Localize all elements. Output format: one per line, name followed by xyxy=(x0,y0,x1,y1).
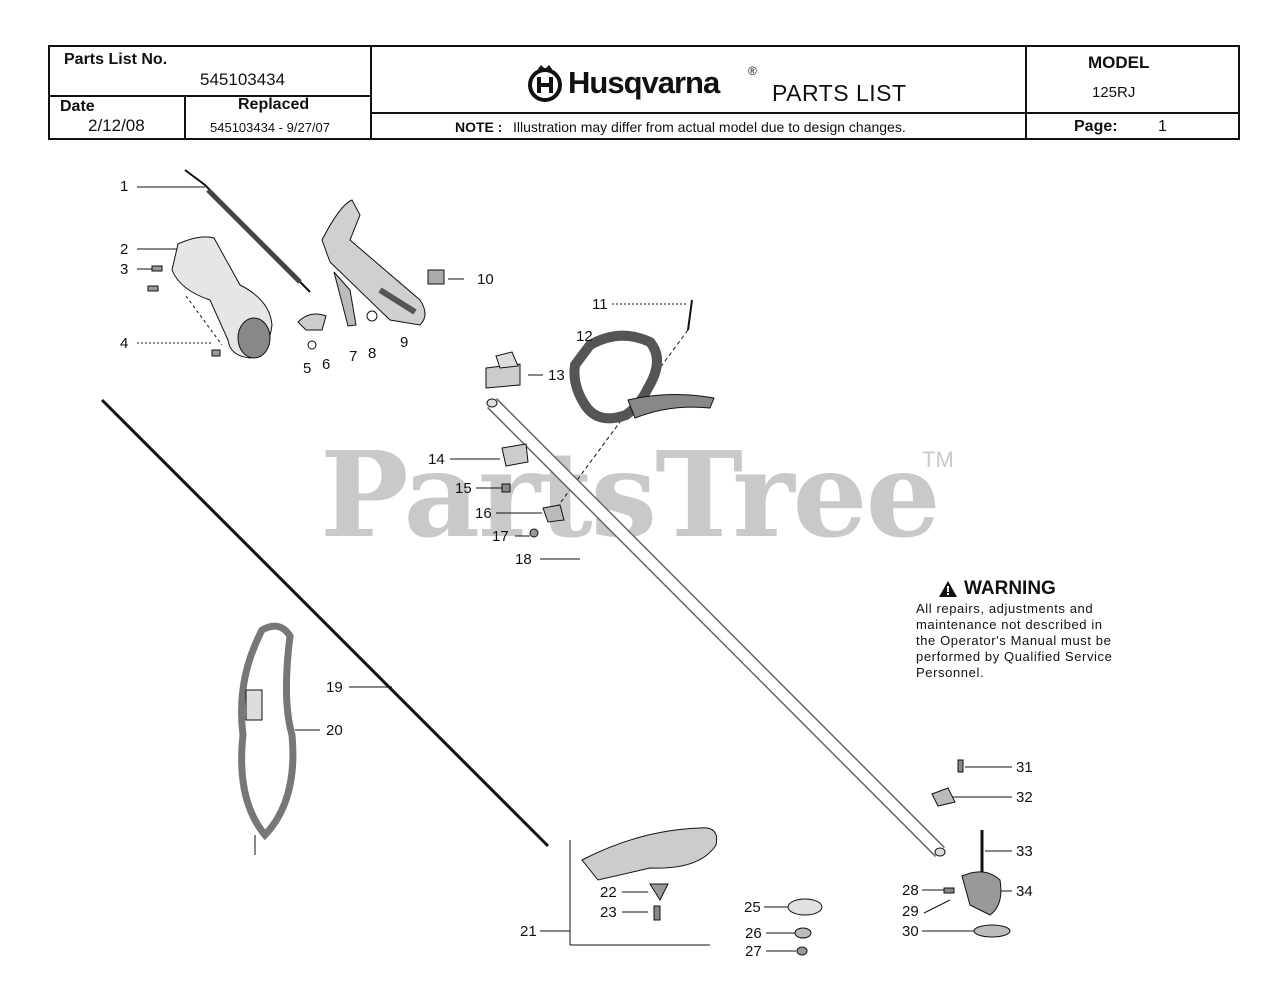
husqvarna-logo: Husqvarna xyxy=(528,60,720,106)
callout-30: 30 xyxy=(902,923,919,940)
callout-1: 1 xyxy=(120,178,128,195)
divider xyxy=(1025,45,1027,140)
note-text: Illustration may differ from actual mode… xyxy=(513,119,906,135)
page-label: Page: xyxy=(1074,118,1118,135)
callout-15: 15 xyxy=(455,480,472,497)
warning-heading: WARNING xyxy=(938,578,1136,600)
warning-line: performed by Qualified Service xyxy=(916,649,1113,664)
callout-26: 26 xyxy=(745,925,762,942)
model-label: MODEL xyxy=(1088,53,1150,72)
warning-title: WARNING xyxy=(964,578,1056,599)
callout-10: 10 xyxy=(477,271,494,288)
callout-3: 3 xyxy=(120,261,128,278)
parts-list-no-label: Parts List No. xyxy=(64,51,168,68)
replaced-value: 545103434 - 9/27/07 xyxy=(210,120,330,135)
page-number: 1 xyxy=(1158,118,1167,135)
warning-line: maintenance not described in xyxy=(916,617,1103,632)
callout-34: 34 xyxy=(1016,883,1033,900)
callout-32: 32 xyxy=(1016,789,1033,806)
callout-25: 25 xyxy=(744,899,761,916)
divider xyxy=(184,96,186,140)
callout-7: 7 xyxy=(349,348,357,365)
callout-6: 6 xyxy=(322,356,330,373)
callout-8: 8 xyxy=(368,345,376,362)
callout-20: 20 xyxy=(326,722,343,739)
callout-17: 17 xyxy=(492,528,509,545)
callout-19: 19 xyxy=(326,679,343,696)
divider xyxy=(48,95,372,97)
callout-11: 11 xyxy=(592,296,608,313)
model-value: 125RJ xyxy=(1092,84,1136,101)
parts-list-no-value: 545103434 xyxy=(200,70,286,89)
document-title: PARTS LIST xyxy=(772,80,907,106)
warning-line: All repairs, adjustments and xyxy=(916,601,1094,616)
warning-notice: WARNING All repairs, adjustments and mai… xyxy=(916,578,1136,681)
brand-name: Husqvarna xyxy=(568,65,720,100)
callout-4: 4 xyxy=(120,335,128,352)
callout-33: 33 xyxy=(1016,843,1033,860)
callout-18: 18 xyxy=(515,551,532,568)
callout-22: 22 xyxy=(600,884,617,901)
divider xyxy=(370,112,1240,114)
date-label: Date xyxy=(60,98,95,115)
callout-21: 21 xyxy=(520,923,537,940)
date-value: 2/12/08 xyxy=(88,116,145,135)
divider xyxy=(370,45,372,140)
callout-14: 14 xyxy=(428,451,445,468)
warning-line: Personnel. xyxy=(916,665,985,680)
callout-9: 9 xyxy=(400,334,408,351)
header-table xyxy=(48,45,1240,140)
warning-line: the Operator's Manual must be xyxy=(916,633,1112,648)
registered-mark: ® xyxy=(748,64,757,78)
callout-12: 12 xyxy=(576,328,593,345)
callout-31: 31 xyxy=(1016,759,1033,776)
warning-triangle-icon xyxy=(939,581,957,597)
callout-5: 5 xyxy=(303,360,311,377)
callout-23: 23 xyxy=(600,904,617,921)
callout-27: 27 xyxy=(745,943,762,960)
note-label: NOTE : xyxy=(455,119,503,135)
callout-2: 2 xyxy=(120,241,128,258)
callout-16: 16 xyxy=(475,505,492,522)
replaced-label: Replaced xyxy=(238,96,310,113)
warning-text: All repairs, adjustments and maintenance… xyxy=(916,601,1136,681)
watermark-tm: TM xyxy=(922,447,954,472)
callout-29: 29 xyxy=(902,903,919,920)
callout-28: 28 xyxy=(902,882,919,899)
callout-13: 13 xyxy=(548,367,565,384)
husqvarna-crown-icon xyxy=(528,65,562,102)
